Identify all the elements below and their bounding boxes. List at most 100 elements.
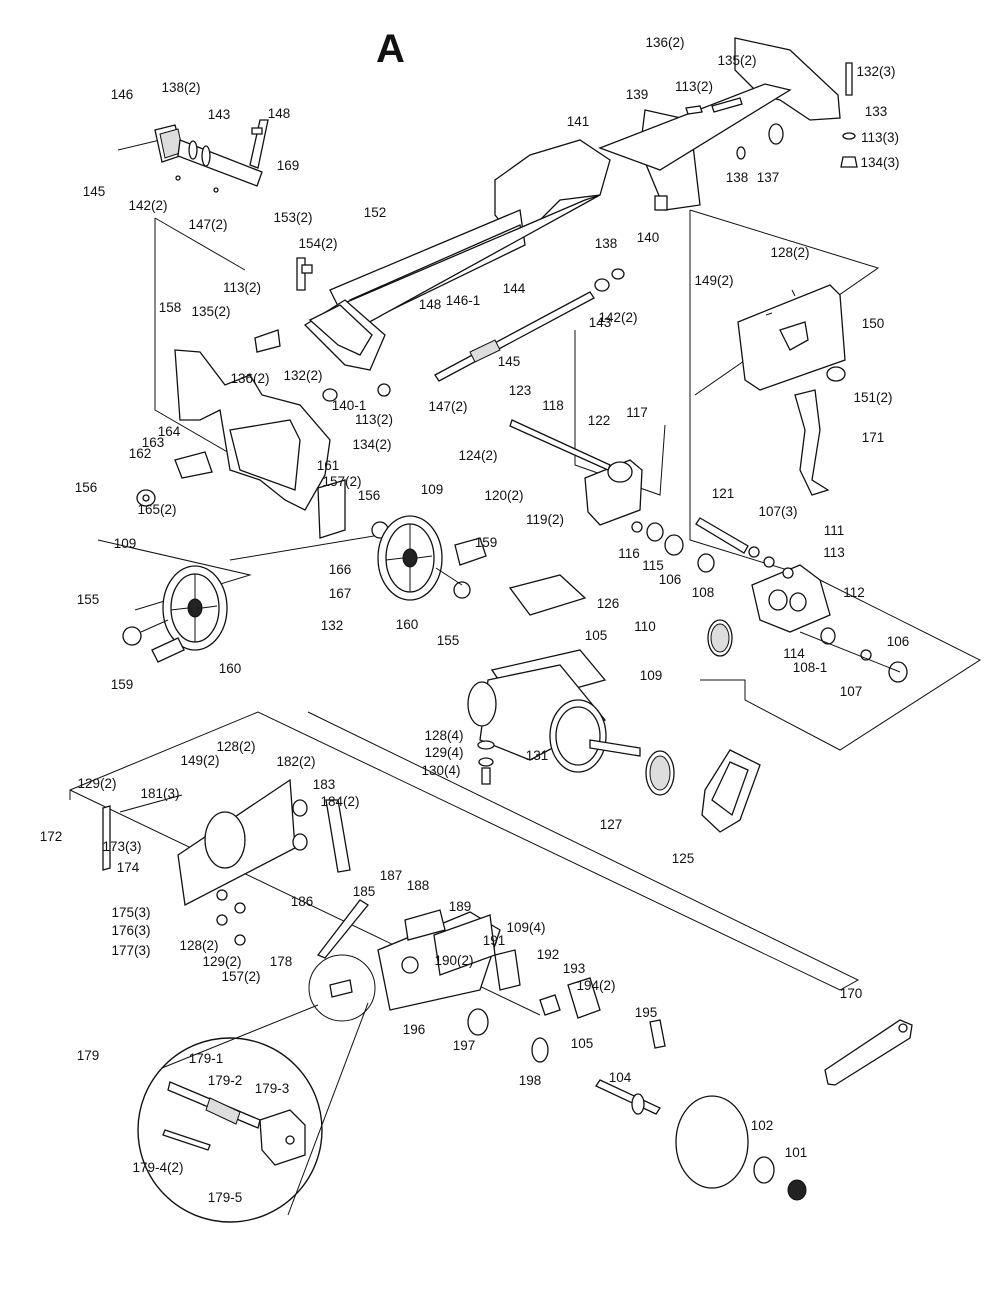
part-label: 161 [317,458,340,473]
part-label: 198 [519,1073,542,1088]
detail-circle-179 [137,954,376,1223]
part-label: 113(2) [675,79,713,94]
part-label: 139 [626,87,649,102]
part-label: 113(2) [223,280,261,295]
part-label: 145 [498,354,521,369]
part-label: 159 [111,677,134,692]
part-label: 119(2) [526,512,564,527]
part-label: 128(2) [770,245,809,260]
part-label: 165(2) [137,502,176,517]
part-label: 116 [618,546,640,561]
part-label: 146 [111,87,134,102]
part-label: 188 [407,878,430,893]
part-label: 148 [419,297,442,312]
part-label: 170 [840,986,863,1001]
part-label: 121 [712,486,735,501]
trunnion-bracket [509,419,643,526]
part-label: 193 [563,961,586,976]
part-label: 122 [588,413,611,428]
part-label: 156 [75,480,98,495]
lower-plate-assembly [102,778,351,946]
pulleys-and-belt [645,619,761,833]
part-label: 101 [785,1145,808,1160]
part-label: 128(2) [179,938,218,953]
part-label: 109 [640,668,663,683]
part-label: 108-1 [793,660,828,675]
part-label: 140-1 [332,398,367,413]
part-label: 179-2 [208,1073,243,1088]
part-label: 134(2) [352,437,391,452]
part-label: 129(4) [424,745,463,760]
part-label: 130(4) [421,763,460,778]
part-label: 136(2) [645,35,684,50]
part-label: 137 [757,170,780,185]
part-label: 124(2) [458,448,497,463]
part-label: 132 [321,618,344,633]
part-label: 160 [219,661,242,676]
part-label: 133 [865,104,888,119]
part-label: 115 [642,558,664,573]
part-label: 131 [526,748,549,763]
part-label: 182(2) [276,754,315,769]
part-label: 147(2) [188,217,227,232]
part-label: 149(2) [180,753,219,768]
part-label: 113(2) [355,412,393,427]
part-label: 157(2) [221,969,260,984]
part-label: 151(2) [853,390,892,405]
part-label: 179 [77,1048,100,1063]
part-label: 149(2) [694,273,733,288]
part-label: 163 [142,435,165,450]
part-label: 192 [537,947,560,962]
part-label: 113 [823,545,845,560]
part-label: 138(2) [161,80,200,95]
part-label: 152 [364,205,387,220]
part-label: 179-1 [189,1051,224,1066]
part-label: 109 [421,482,444,497]
part-label: 154(2) [298,236,337,251]
part-label: 176(3) [111,923,150,938]
blade-guard-plate-assembly [316,899,666,1063]
part-label: 110 [634,619,656,634]
part-label: 135(2) [717,53,756,68]
part-label: 134(3) [860,155,899,170]
part-label: 102 [751,1118,774,1133]
part-label: 135(2) [191,304,230,319]
part-label: 164 [158,424,181,439]
part-label: 173(3) [102,839,141,854]
handwheel-left [122,565,228,663]
part-labels: 101102104105105106106107107(3)108108-110… [40,35,910,1205]
part-label: 178 [270,954,293,969]
part-label: 159 [475,535,498,550]
part-label: 129(2) [77,776,116,791]
part-label: 113(3) [861,130,899,145]
part-label: 109 [114,536,137,551]
part-label: 146-1 [446,293,481,308]
part-label: 145 [83,184,106,199]
part-label: 107(3) [758,504,797,519]
part-label: 179-4(2) [132,1160,183,1175]
part-label: 162 [129,446,152,461]
handwheel-right [377,515,487,601]
part-label: 172 [40,829,63,844]
part-label: 144 [503,281,526,296]
part-label: 112 [843,585,865,600]
part-label: 136(2) [230,371,269,386]
part-label: 107 [840,684,863,699]
part-label: 148 [268,106,291,121]
part-label: 105 [571,1036,594,1051]
part-label: 142(2) [598,310,637,325]
part-label: 147(2) [428,399,467,414]
part-label: 143 [589,315,612,330]
part-label: 105 [585,628,608,643]
part-label: 128(2) [216,739,255,754]
part-label: 158 [159,300,182,315]
part-label: 108 [692,585,715,600]
part-label: 171 [862,430,885,445]
part-label: 155 [77,592,100,607]
part-label: 194(2) [576,978,615,993]
part-label: 175(3) [111,905,150,920]
part-label: 183 [313,777,336,792]
part-label: 125 [672,851,695,866]
part-label: 156 [358,488,381,503]
